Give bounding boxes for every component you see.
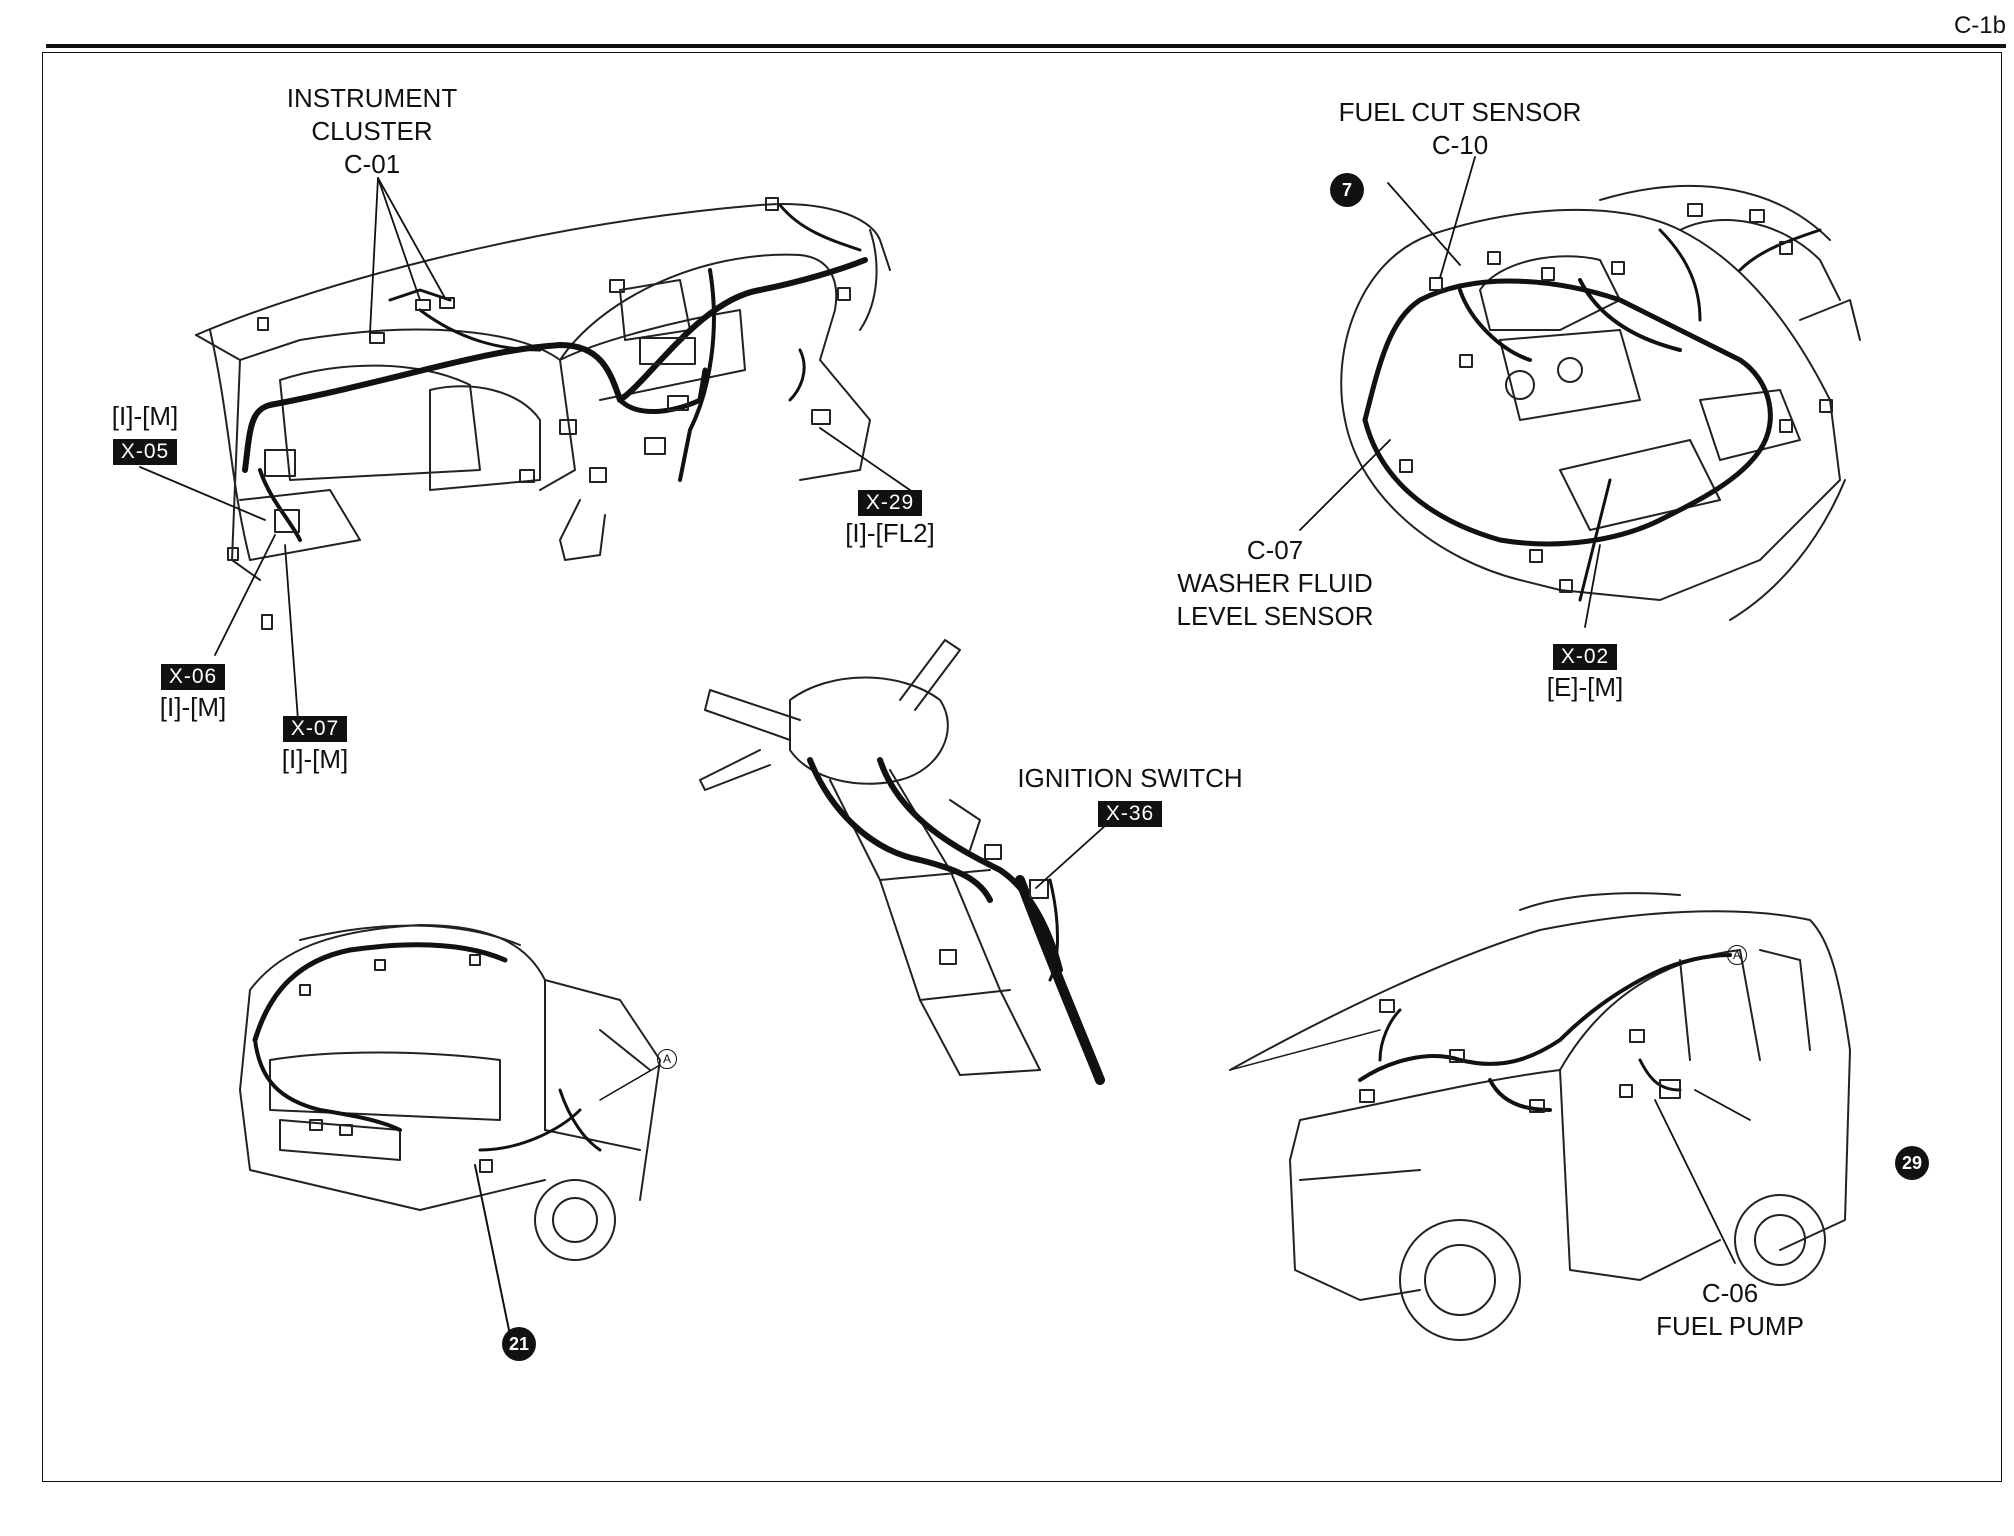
x07-pins: [I]-[M] xyxy=(281,744,349,774)
instrument-cluster-label: INSTRUMENT CLUSTER C-01 xyxy=(282,82,462,181)
fuel-cut-sensor-line1: FUEL CUT SENSOR xyxy=(1338,97,1582,127)
marker-7: 7 xyxy=(1330,173,1364,207)
ignition-switch-line1: IGNITION SWITCH xyxy=(1017,763,1243,793)
instrument-cluster-code: C-01 xyxy=(343,149,401,179)
engine-bay-drawing xyxy=(1340,184,1861,621)
fuel-pump-code: C-06 xyxy=(1701,1278,1759,1308)
ref-a-marker-front: A xyxy=(1727,945,1747,965)
marker-21: 21 xyxy=(502,1327,536,1361)
fuel-cut-sensor-label: FUEL CUT SENSOR C-10 xyxy=(1320,96,1600,162)
x06-label: X-06 [I]-[M] xyxy=(148,658,238,724)
leader-lines xyxy=(139,156,1751,1264)
x02-label: X-02 [E]-[M] xyxy=(1530,638,1640,704)
x02-tag: X-02 xyxy=(1552,644,1618,670)
x07-label: X-07 [I]-[M] xyxy=(270,710,360,776)
x29-pins: [I]-[FL2] xyxy=(845,518,935,548)
diagram-frame xyxy=(42,52,2002,1482)
header-rule xyxy=(46,44,2006,48)
x07-tag: X-07 xyxy=(282,716,348,742)
x02-pins: [E]-[M] xyxy=(1546,672,1624,702)
fuel-pump-line1: FUEL PUMP xyxy=(1656,1311,1804,1341)
page-code: C-1b xyxy=(1953,12,2006,39)
x06-tag: X-06 xyxy=(160,664,226,690)
front-vehicle-drawing xyxy=(1229,892,1851,1341)
x05-label: [I]-[M] X-05 xyxy=(100,400,190,466)
instrument-cluster-line1: INSTRUMENT xyxy=(286,83,458,113)
rear-vehicle-drawing xyxy=(239,924,661,1336)
dashboard-drawing xyxy=(195,197,891,630)
steering-column-drawing xyxy=(699,639,1105,1085)
x29-label: X-29 [I]-[FL2] xyxy=(830,484,950,550)
x05-pins: [I]-[M] xyxy=(111,401,179,431)
instrument-cluster-line2: CLUSTER xyxy=(311,116,433,146)
x29-tag: X-29 xyxy=(857,490,923,516)
washer-fluid-line1: WASHER FLUID xyxy=(1177,568,1373,598)
washer-fluid-line2: LEVEL SENSOR xyxy=(1176,601,1374,631)
ref-a-marker-rear: A xyxy=(657,1049,677,1069)
fuel-pump-label: C-06 FUEL PUMP xyxy=(1640,1277,1820,1343)
marker-29: 29 xyxy=(1895,1146,1929,1180)
fuel-cut-sensor-code: C-10 xyxy=(1431,130,1489,160)
washer-fluid-code: C-07 xyxy=(1246,535,1304,565)
washer-fluid-label: C-07 WASHER FLUID LEVEL SENSOR xyxy=(1150,534,1400,633)
x36-tag: X-36 xyxy=(1097,801,1163,827)
x05-tag: X-05 xyxy=(112,439,178,465)
x06-pins: [I]-[M] xyxy=(159,692,227,722)
ignition-switch-label: IGNITION SWITCH X-36 xyxy=(1000,762,1260,828)
